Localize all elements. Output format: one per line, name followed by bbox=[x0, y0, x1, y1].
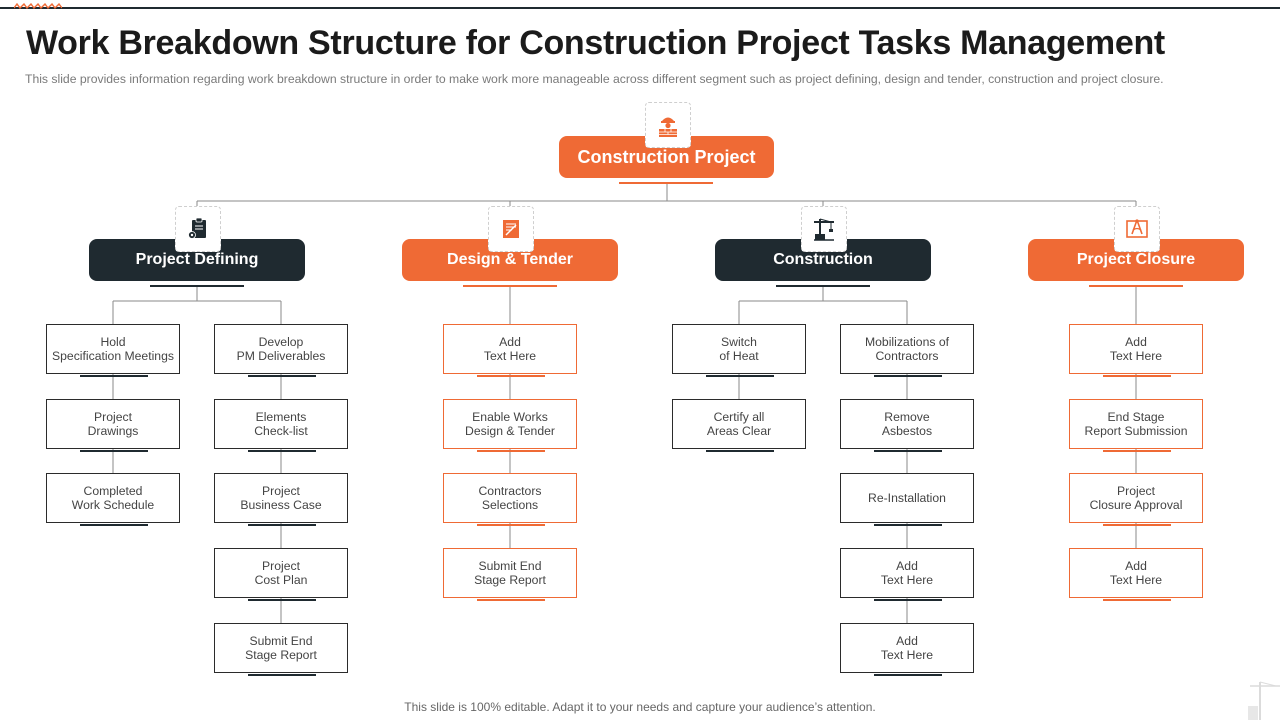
task-box: Project Business Case bbox=[214, 473, 348, 526]
task-box: Contractors Selections bbox=[443, 473, 577, 526]
task-box: Add Text Here bbox=[1069, 548, 1203, 601]
task-box: Project Drawings bbox=[46, 399, 180, 452]
task-box: Add Text Here bbox=[1069, 324, 1203, 377]
page-title: Work Breakdown Structure for Constructio… bbox=[26, 24, 1165, 62]
task-box: Elements Check-list bbox=[214, 399, 348, 452]
task-box: Submit End Stage Report bbox=[214, 623, 348, 676]
category-design-tender: Design & Tender bbox=[402, 239, 618, 281]
category-underline bbox=[463, 285, 557, 287]
category-project-defining: Project Defining bbox=[89, 239, 305, 281]
task-box: Add Text Here bbox=[840, 623, 974, 676]
footer-note: This slide is 100% editable. Adapt it to… bbox=[404, 700, 876, 714]
crane-icon bbox=[801, 206, 847, 252]
task-box: Hold Specification Meetings bbox=[46, 324, 180, 377]
task-box: Switch of Heat bbox=[672, 324, 806, 377]
drafting-plan-icon bbox=[1114, 206, 1160, 252]
task-box: Completed Work Schedule bbox=[46, 473, 180, 526]
page-subtitle: This slide provides information regardin… bbox=[25, 72, 1164, 86]
task-box: Re-Installation bbox=[840, 473, 974, 526]
clipboard-gear-icon bbox=[175, 206, 221, 252]
top-rule bbox=[0, 7, 1280, 9]
task-box: End Stage Report Submission bbox=[1069, 399, 1203, 452]
worker-icon bbox=[645, 102, 691, 148]
decorative-zigzag bbox=[14, 3, 62, 9]
task-box: Enable Works Design & Tender bbox=[443, 399, 577, 452]
category-underline bbox=[150, 285, 244, 287]
task-box: Add Text Here bbox=[443, 324, 577, 377]
blueprint-icon bbox=[488, 206, 534, 252]
task-box: Certify all Areas Clear bbox=[672, 399, 806, 452]
task-box: Mobilizations of Contractors bbox=[840, 324, 974, 377]
task-box: Develop PM Deliverables bbox=[214, 324, 348, 377]
category-underline bbox=[776, 285, 870, 287]
crane-watermark-icon bbox=[1248, 681, 1280, 720]
task-box: Project Closure Approval bbox=[1069, 473, 1203, 526]
category-underline bbox=[1089, 285, 1183, 287]
task-box: Project Cost Plan bbox=[214, 548, 348, 601]
root-underline bbox=[619, 182, 713, 184]
task-box: Submit End Stage Report bbox=[443, 548, 577, 601]
task-box: Remove Asbestos bbox=[840, 399, 974, 452]
task-box: Add Text Here bbox=[840, 548, 974, 601]
